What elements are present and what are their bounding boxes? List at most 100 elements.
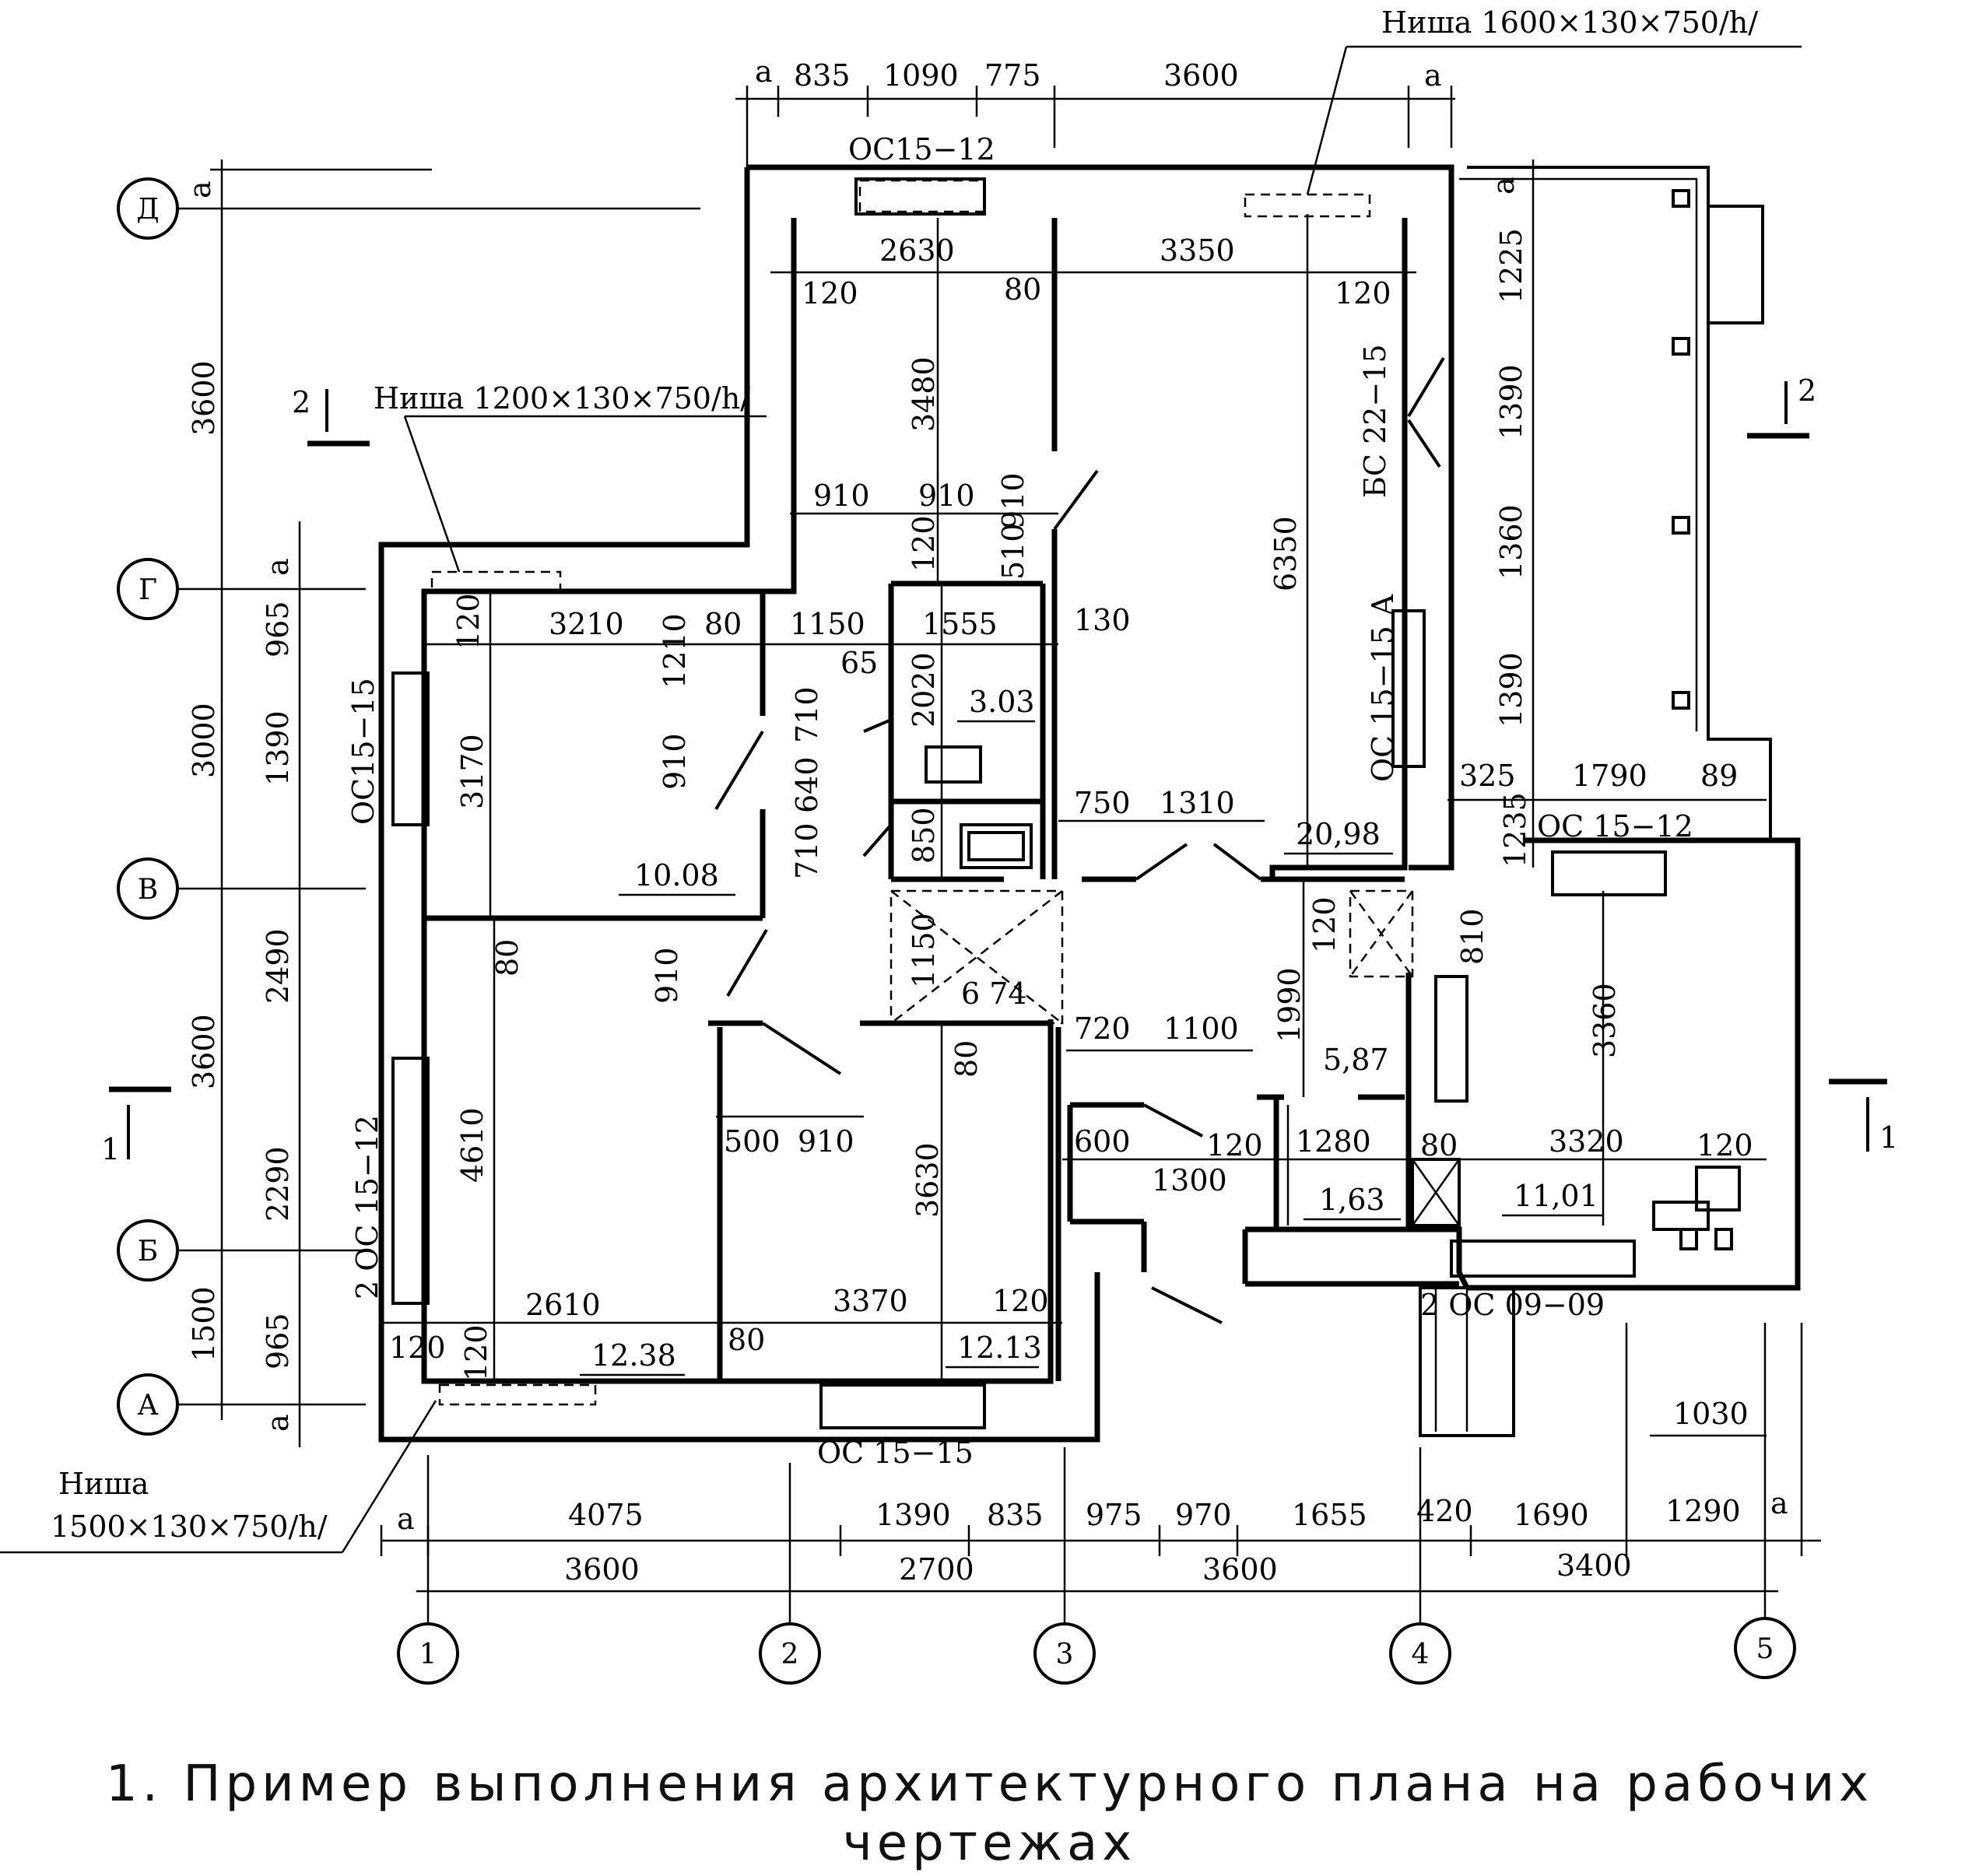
svg-text:а: а (755, 54, 773, 89)
svg-text:4: 4 (1412, 1639, 1430, 1671)
svg-text:1090: 1090 (883, 58, 959, 93)
area-room-1: 10.08 (634, 858, 719, 892)
svg-text:1100: 1100 (1163, 1012, 1239, 1046)
label-niche-left: Ниша 1200×130×750/h/ (374, 381, 750, 416)
svg-text:2490: 2490 (261, 928, 295, 1004)
dimension-lines (0, 45, 1821, 1593)
label-niche-bottom-2: 1500×130×750/h/ (51, 1510, 328, 1544)
svg-text:1790: 1790 (1572, 759, 1647, 793)
svg-text:а: а (183, 181, 217, 198)
label-window-bottom2: 2 ОС 09−09 (1420, 1288, 1605, 1322)
area-room-2: 12.38 (591, 1338, 676, 1373)
label-window-top: ОС15−12 (848, 132, 995, 167)
svg-text:1225: 1225 (1494, 228, 1528, 303)
svg-text:1210: 1210 (658, 613, 692, 689)
axis-bubble-D: Д (117, 177, 700, 240)
svg-text:710: 710 (790, 822, 824, 879)
svg-text:65: 65 (840, 646, 878, 680)
svg-text:1390: 1390 (1494, 652, 1528, 728)
svg-text:720: 720 (1074, 1012, 1131, 1046)
label-window-right2: ОС 15−12 (1537, 809, 1693, 843)
area-room-6: 20,98 (1296, 817, 1381, 851)
svg-text:1150: 1150 (790, 607, 865, 641)
svg-text:1300: 1300 (1152, 1163, 1227, 1197)
label-niche-top: Ниша 1600×130×750/h/ (1381, 5, 1758, 40)
svg-text:1390: 1390 (1494, 364, 1528, 440)
svg-text:120: 120 (1335, 276, 1391, 310)
svg-text:2: 2 (781, 1639, 799, 1671)
svg-text:640: 640 (790, 756, 824, 813)
svg-text:120: 120 (1206, 1128, 1263, 1162)
svg-text:970: 970 (1175, 1498, 1232, 1532)
svg-text:2290: 2290 (261, 1146, 295, 1222)
svg-text:3600: 3600 (187, 360, 221, 436)
axis-bubble-G: Г (117, 558, 366, 620)
svg-text:850: 850 (907, 807, 941, 864)
svg-text:4610: 4610 (455, 1107, 489, 1183)
section-marks: 2 2 1 1 (101, 373, 1898, 1166)
label-window-left: ОС15−15 (346, 678, 381, 825)
svg-text:3600: 3600 (1202, 1552, 1278, 1587)
exterior-walls (378, 164, 1801, 1443)
area-room-4: 6 74 (961, 977, 1027, 1011)
svg-text:420: 420 (1416, 1494, 1473, 1528)
svg-text:1: 1 (101, 1132, 120, 1166)
svg-text:1390: 1390 (261, 710, 295, 786)
svg-text:120: 120 (1307, 896, 1342, 953)
windows (391, 177, 1667, 1437)
svg-text:120: 120 (992, 1284, 1049, 1318)
svg-text:2610: 2610 (525, 1288, 601, 1322)
svg-text:80: 80 (728, 1323, 765, 1357)
vent-shafts (889, 889, 1461, 1227)
svg-text:1655: 1655 (1292, 1498, 1367, 1532)
svg-text:1360: 1360 (1494, 504, 1528, 580)
label-niche-bottom-1: Ниша (58, 1467, 149, 1501)
svg-text:Д: Д (136, 194, 159, 226)
svg-text:3: 3 (1056, 1639, 1074, 1671)
svg-text:810: 810 (1455, 908, 1490, 965)
plumbing-fixtures (925, 189, 1741, 1250)
svg-text:910: 910 (813, 479, 870, 513)
svg-text:500: 500 (724, 1124, 781, 1159)
svg-text:3170: 3170 (455, 734, 489, 809)
axis-bubble-4: 4 (1389, 1447, 1451, 1685)
svg-text:3480: 3480 (907, 356, 941, 432)
svg-text:1555: 1555 (922, 607, 998, 641)
svg-text:3000: 3000 (187, 703, 221, 778)
svg-text:910: 910 (918, 479, 975, 513)
area-room-9: 11,01 (1514, 1179, 1598, 1213)
svg-text:120: 120 (1697, 1128, 1753, 1162)
svg-text:А: А (137, 1390, 158, 1422)
axis-bubble-1: 1 (397, 1455, 459, 1685)
svg-text:6350: 6350 (1268, 516, 1303, 591)
caption-line-2: чертежах (842, 1815, 1137, 1872)
svg-text:775: 775 (984, 58, 1041, 93)
svg-text:а: а (261, 1414, 295, 1432)
svg-text:а: а (261, 558, 295, 576)
svg-text:120: 120 (459, 1324, 493, 1381)
area-room-3: 12.13 (957, 1331, 1042, 1365)
svg-text:1990: 1990 (1272, 967, 1307, 1043)
svg-text:2020: 2020 (907, 652, 941, 728)
svg-text:Б: Б (138, 1236, 158, 1268)
svg-text:а: а (1770, 1486, 1788, 1520)
svg-text:3600: 3600 (187, 1014, 221, 1089)
svg-text:80: 80 (704, 607, 742, 641)
grid-axes: Д Г В Б А 1 2 (117, 177, 1796, 1685)
axis-bubble-V: В (117, 857, 366, 920)
svg-text:1030: 1030 (1673, 1397, 1749, 1431)
label-window-bottom: ОС 15−15 (817, 1436, 974, 1470)
svg-text:130: 130 (1074, 603, 1131, 637)
svg-text:910: 910 (996, 472, 1030, 529)
svg-text:835: 835 (987, 1498, 1044, 1532)
svg-text:120: 120 (907, 515, 941, 572)
svg-text:2700: 2700 (899, 1552, 974, 1587)
label-window-left2: 2 ОС 15−12 (350, 1115, 384, 1299)
svg-text:3370: 3370 (833, 1284, 908, 1318)
axis-bubble-2: 2 (759, 1463, 821, 1685)
svg-text:Г: Г (139, 574, 157, 606)
svg-text:1690: 1690 (1514, 1498, 1589, 1532)
svg-text:3350: 3350 (1160, 233, 1235, 268)
svg-text:965: 965 (261, 601, 295, 657)
